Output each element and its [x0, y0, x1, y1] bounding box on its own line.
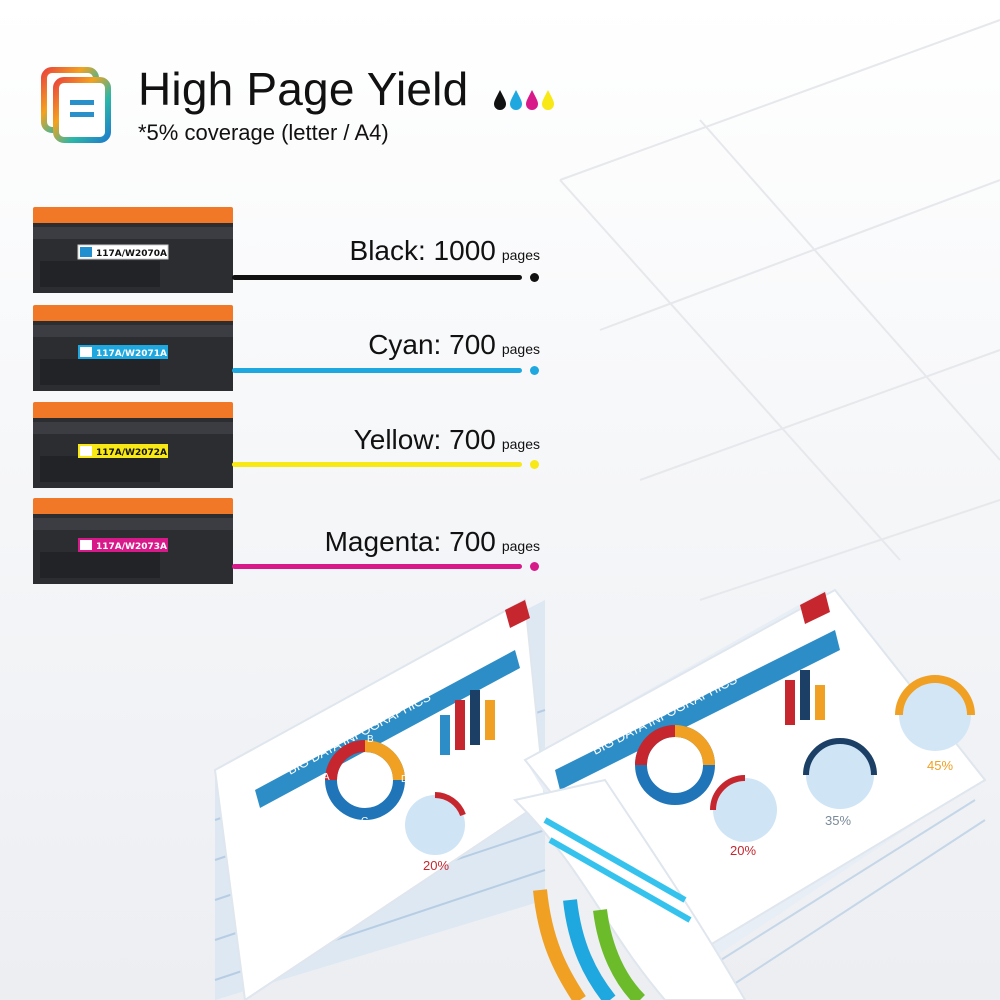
ink-drops-icon	[492, 86, 562, 110]
page-subtitle: *5% coverage (letter / A4)	[138, 120, 389, 145]
yield-label-cyan: Cyan: 700 pages	[368, 329, 540, 361]
cartridge-chip-label: 117A/W2073A	[96, 542, 167, 552]
percent-label-high: 45%	[927, 758, 953, 773]
yield-line-yellow	[232, 462, 522, 467]
yield-color-name: Cyan:	[368, 329, 442, 360]
toner-cartridge-yellow-icon: 117A/W2072A	[33, 402, 233, 488]
cartridge-chip-label: 117A/W2072A	[96, 448, 167, 458]
yield-label-black: Black: 1000 pages	[350, 235, 540, 267]
toner-cartridge-magenta-icon: 117A/W2073A	[33, 498, 233, 584]
yield-color-name: Black:	[349, 235, 426, 266]
yield-dot-magenta	[530, 562, 539, 571]
yield-line-cyan	[232, 368, 522, 373]
cartridge-row-black: 117A/W2070A Black: 1000 pages	[0, 205, 560, 305]
yield-unit: pages	[501, 436, 540, 452]
cartridge-chip-label: 117A/W2071A	[96, 349, 167, 359]
yield-line-magenta	[232, 564, 522, 569]
cartridge-row-cyan: 117A/W2071A Cyan: 700 pages	[0, 303, 560, 403]
yield-value: 700	[449, 424, 496, 455]
yield-value: 1000	[433, 235, 496, 266]
yield-color-name: Yellow:	[353, 424, 442, 455]
toner-cartridge-cyan-icon: 117A/W2071A	[33, 305, 233, 391]
donut-letter-d: D	[401, 774, 408, 785]
yield-dot-cyan	[530, 366, 539, 375]
yield-unit: pages	[501, 247, 540, 263]
percent-label-mid: 35%	[825, 813, 851, 828]
yield-color-name: Magenta:	[324, 526, 442, 557]
yield-value: 700	[449, 526, 496, 557]
yield-label-magenta: Magenta: 700 pages	[325, 526, 540, 558]
yield-line-black	[232, 275, 522, 280]
paper-stacks-illustration: BIG DATA INFOGRAPHICS A B C D 20% BIG DA…	[213, 588, 987, 1000]
cartridge-row-magenta: 117A/W2073A Magenta: 700 pages	[0, 496, 560, 596]
document-stack-icon	[40, 66, 120, 146]
donut-letter-b: B	[367, 734, 374, 745]
yield-unit: pages	[501, 341, 540, 357]
percent-label-right: 20%	[730, 843, 756, 858]
yield-dot-yellow	[530, 460, 539, 469]
yield-dot-black	[530, 273, 539, 282]
donut-letter-c: C	[361, 816, 368, 827]
cartridge-chip-label: 117A/W2070A	[96, 249, 167, 259]
percent-label-left: 20%	[423, 858, 449, 873]
page-title: High Page Yield	[138, 63, 469, 115]
yield-value: 700	[449, 329, 496, 360]
yield-unit: pages	[501, 538, 540, 554]
donut-letter-a: A	[323, 772, 330, 783]
cartridge-row-yellow: 117A/W2072A Yellow: 700 pages	[0, 400, 560, 500]
toner-cartridge-black-icon: 117A/W2070A	[33, 207, 233, 293]
yield-label-yellow: Yellow: 700 pages	[354, 424, 540, 456]
